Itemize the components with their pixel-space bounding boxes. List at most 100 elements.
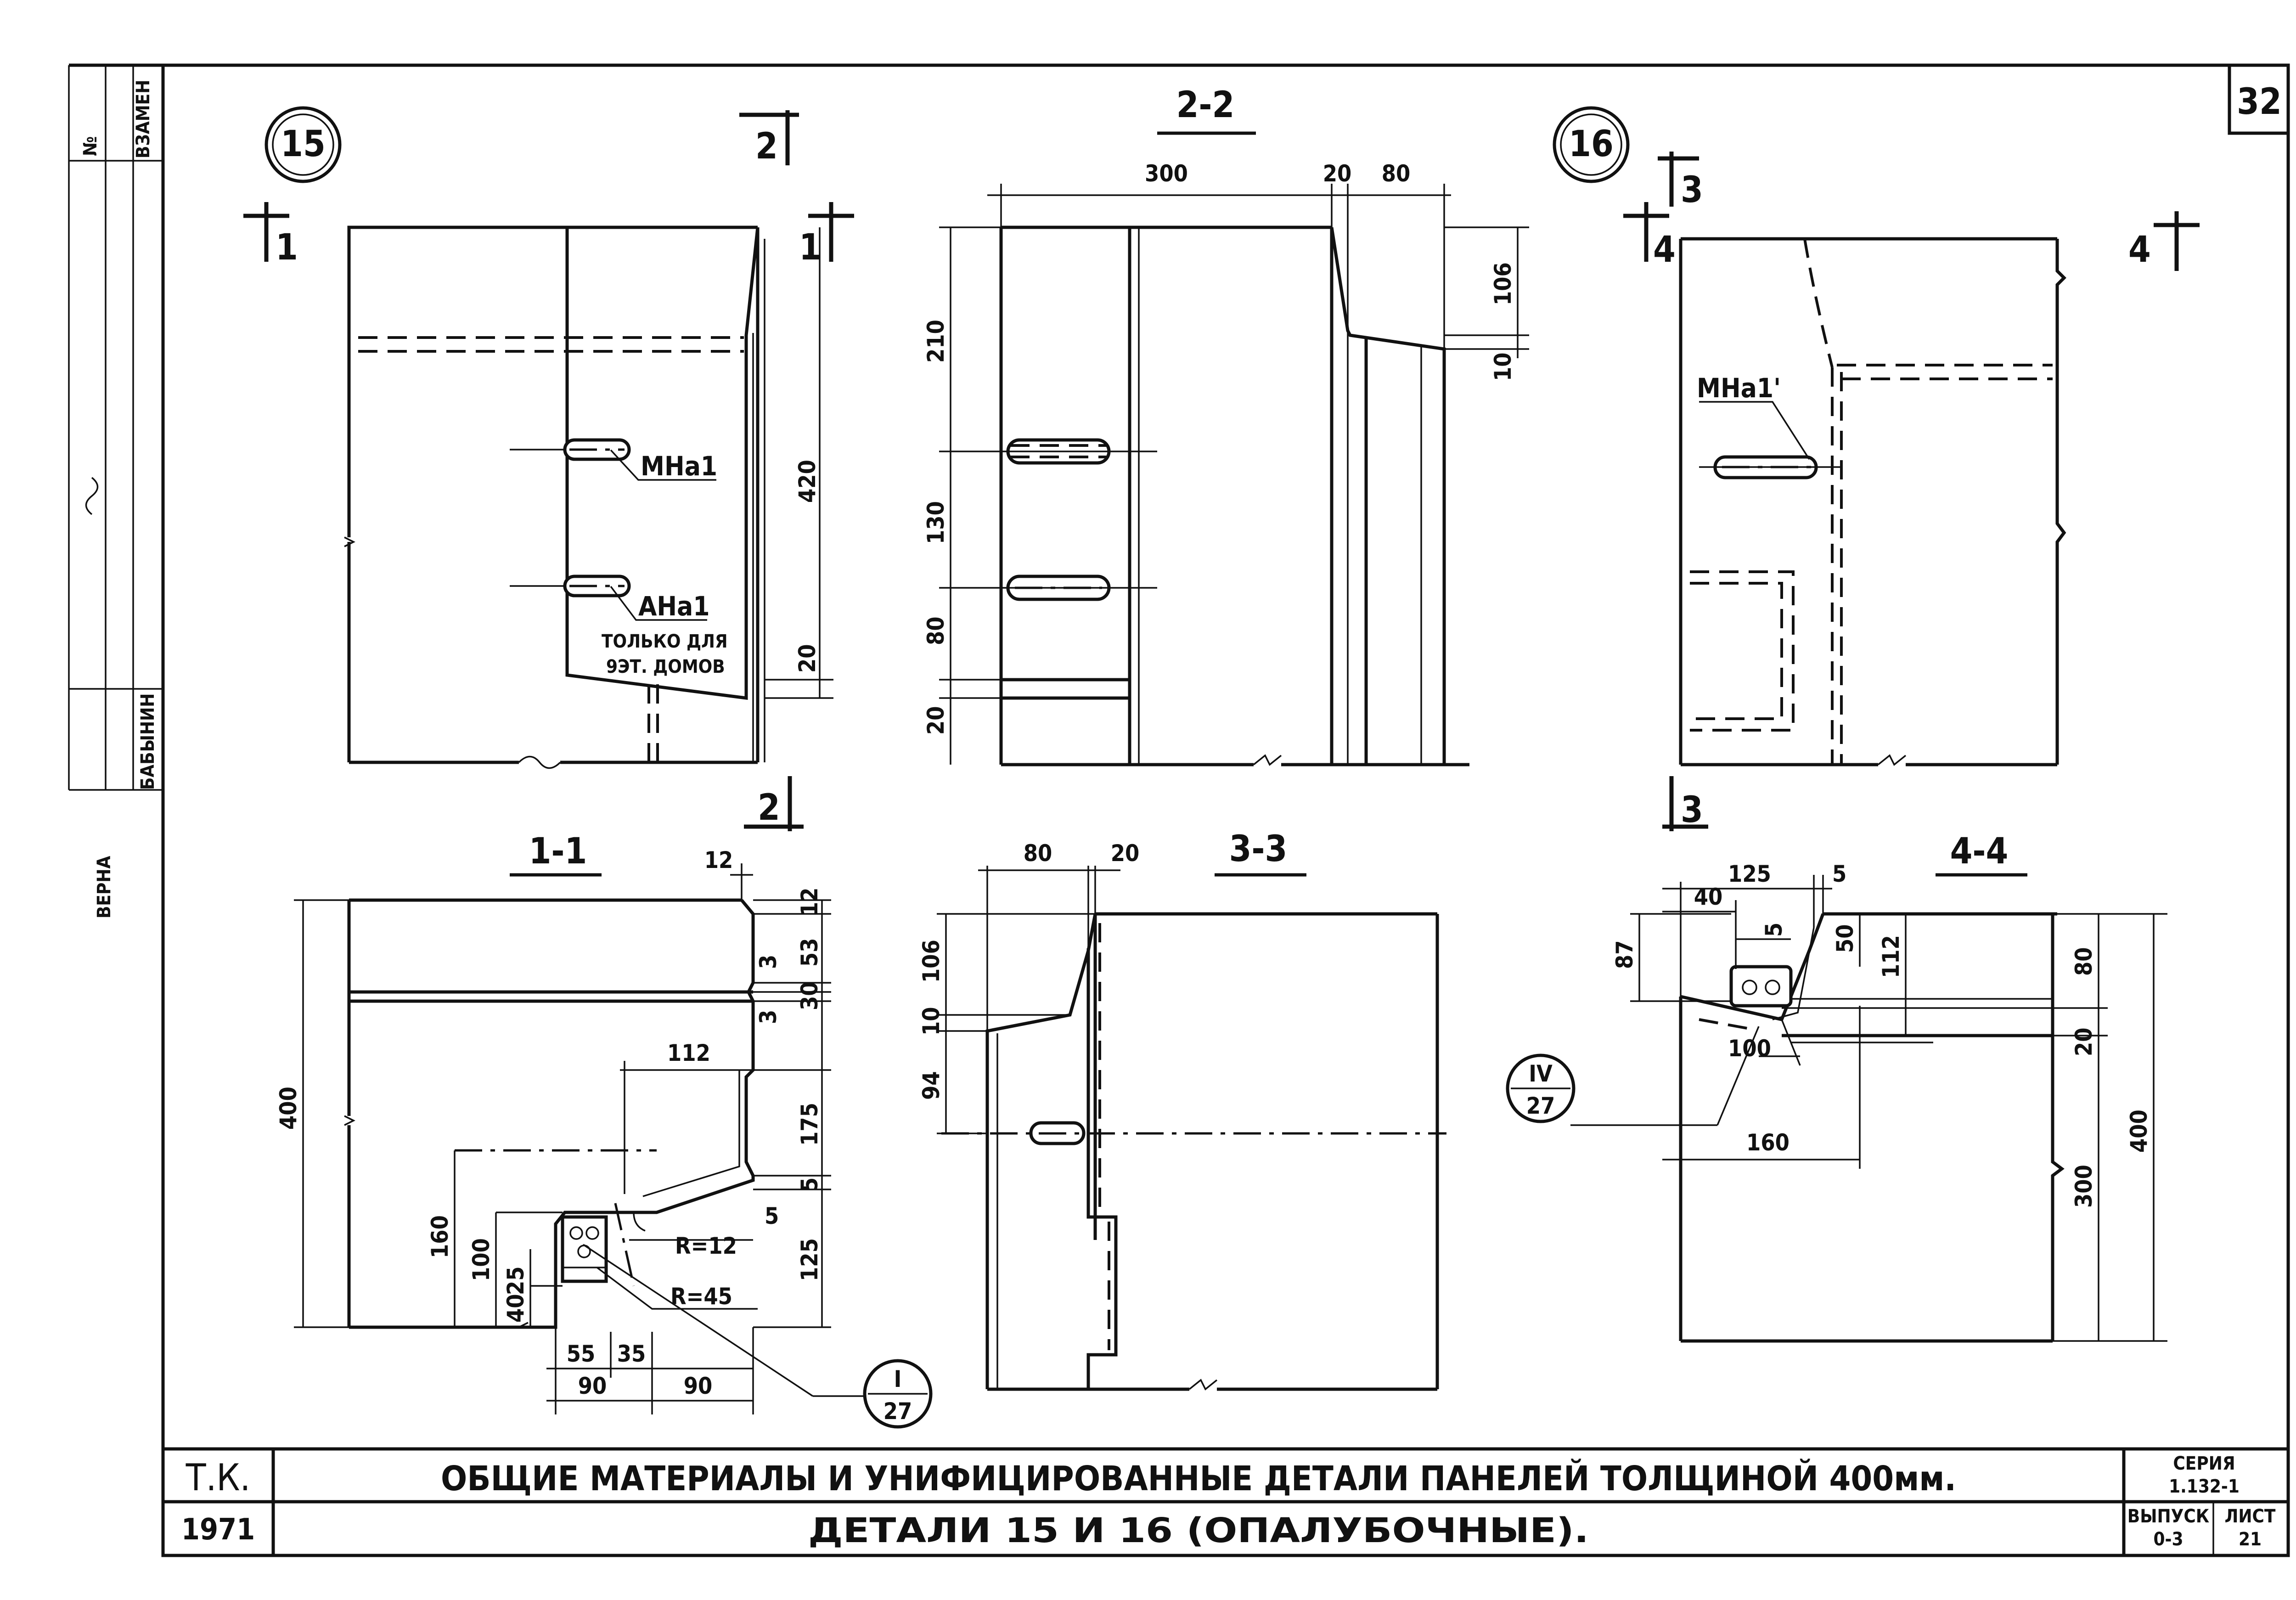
detail-15-marker — [264, 106, 342, 183]
dim-50-44: 50 — [1832, 924, 1858, 953]
section-3-3-title: 3-3 — [1229, 828, 1288, 870]
cut-3-bottom: 3 — [1681, 789, 1703, 831]
reference-bubble-I-27 — [863, 1359, 933, 1429]
dim-112: 112 — [667, 1040, 710, 1066]
issue-value: 0-3 — [2153, 1529, 2183, 1550]
dim-175: 175 — [796, 1103, 823, 1146]
dim-80-top: 80 — [1382, 160, 1411, 187]
radius-45: R=45 — [670, 1283, 732, 1310]
stamp-verna: ВЕРНА — [94, 856, 115, 918]
dim-10-33: 10 — [918, 1007, 945, 1036]
dim-12-top: 12 — [704, 847, 733, 873]
list-value: 21 — [2239, 1529, 2262, 1550]
dim-125-44: 125 — [1728, 861, 1771, 887]
detail-15: 15 1 1 2 2 МНа1 — [243, 106, 854, 831]
dim-125: 125 — [796, 1238, 823, 1281]
radius-12: R=12 — [675, 1233, 737, 1259]
section-4-4: 4-4 125 5 40 5 87 50 112 — [1506, 831, 2167, 1343]
ref-IV: IV — [1529, 1060, 1553, 1087]
dim-3-a: 3 — [755, 955, 782, 969]
ref-I: I — [894, 1366, 902, 1392]
dim-400-left: 400 — [275, 1087, 302, 1130]
section-4-4-title: 4-4 — [1950, 831, 2009, 872]
detail-15-number: 15 — [281, 124, 326, 165]
cut-4-right: 4 — [2128, 229, 2151, 270]
dim-20-44: 20 — [2071, 1027, 2097, 1056]
dim-400-44: 400 — [2126, 1110, 2152, 1153]
series-label: СЕРИЯ — [2173, 1453, 2235, 1474]
detail-16: 16 4 4 3 3 МНа1' — [1553, 106, 2200, 831]
dim-80-left: 80 — [923, 616, 949, 645]
dim-30: 30 — [796, 981, 823, 1010]
sheet-frame — [68, 63, 2290, 1557]
label-mna1: МНа1 — [641, 451, 717, 482]
dim-87: 87 — [1611, 940, 1638, 969]
dim-20-left: 20 — [923, 706, 949, 735]
drawing-title: ОБЩИЕ МАТЕРИАЛЫ И УНИФИЦИРОВАННЫЕ ДЕТАЛИ… — [441, 1458, 1956, 1499]
dim-20-top: 20 — [1323, 160, 1352, 187]
dim-40: 40 — [502, 1294, 529, 1323]
dim-130: 130 — [923, 501, 949, 544]
reference-bubble-IV-27 — [1506, 1054, 1576, 1123]
side-stamp: ВЗАМЕН № ВЕРНА БАБЫНИН — [80, 80, 158, 918]
detail-16-marker — [1553, 106, 1630, 183]
dim-112-44: 112 — [1878, 935, 1904, 978]
detail-16-number: 16 — [1569, 124, 1614, 165]
stamp-surname: БАБЫНИН — [137, 693, 158, 790]
dim-94-33: 94 — [918, 1071, 945, 1100]
ref-IV-27: 27 — [1526, 1093, 1555, 1119]
section-2-2: 2-2 300 20 80 — [923, 85, 1529, 766]
title-block: Т.К. 1971 ОБЩИЕ МАТЕРИАЛЫ И УНИФИЦИРОВАН… — [163, 1447, 2288, 1555]
cut-2-top: 2 — [755, 126, 778, 167]
list-label: ЛИСТ — [2225, 1506, 2276, 1527]
dim-12-right: 12 — [796, 887, 823, 916]
dim-90-b: 90 — [684, 1373, 713, 1399]
series-value: 1.132-1 — [2169, 1476, 2240, 1497]
dim-20: 20 — [794, 644, 821, 673]
dim-20-33: 20 — [1111, 840, 1140, 867]
stamp-vzamen: ВЗАМЕН — [133, 80, 154, 158]
dim-106-33: 106 — [918, 940, 945, 983]
dim-160-44: 160 — [1746, 1129, 1790, 1156]
sheet-number-box: 32 — [2228, 65, 2288, 135]
dim-210: 210 — [923, 320, 949, 363]
section-1-1: 1-1 400 160 100 25 40 — [275, 831, 933, 1429]
cut-2-bottom: 2 — [758, 787, 780, 828]
label-ana1: АНа1 — [638, 591, 710, 622]
dim-10: 10 — [1490, 352, 1516, 381]
dim-40-44: 40 — [1694, 884, 1723, 910]
dim-5-44-a: 5 — [1832, 861, 1846, 887]
stamp-no: № — [80, 136, 101, 156]
title-year: 1971 — [181, 1513, 255, 1547]
label-note-1: ТОЛЬКО ДЛЯ — [602, 631, 728, 652]
dim-300: 300 — [1145, 160, 1188, 187]
cut-3-top: 3 — [1681, 169, 1703, 211]
drawing-subtitle: ДЕТАЛИ 15 И 16 (ОПАЛУБОЧНЫЕ). — [808, 1511, 1589, 1550]
dim-55: 55 — [567, 1341, 596, 1367]
dim-80-33: 80 — [1024, 840, 1052, 867]
ref-I-27: 27 — [884, 1398, 912, 1425]
dim-420: 420 — [794, 460, 821, 503]
cut-1-right: 1 — [799, 227, 822, 268]
dim-100: 100 — [468, 1238, 495, 1281]
dim-80-44: 80 — [2071, 947, 2097, 976]
dim-5-b: 5 — [765, 1203, 779, 1229]
section-1-1-title: 1-1 — [529, 831, 587, 872]
dim-3-b: 3 — [755, 1010, 782, 1024]
dim-5-a: 5 — [796, 1177, 823, 1192]
label-mna1-prime: МНа1' — [1697, 372, 1781, 404]
cut-4-left: 4 — [1653, 229, 1676, 270]
cut-1-left: 1 — [276, 227, 298, 268]
dim-5-44-b: 5 — [1761, 923, 1787, 937]
issue-label: ВЫПУСК — [2127, 1506, 2209, 1527]
dim-53: 53 — [796, 938, 823, 967]
dim-25: 25 — [502, 1266, 529, 1295]
dim-90-a: 90 — [578, 1373, 607, 1399]
label-note-2: 9ЭТ. ДОМОВ — [606, 656, 725, 677]
dim-160: 160 — [427, 1215, 453, 1258]
dim-35: 35 — [617, 1341, 646, 1367]
title-org: Т.К. — [186, 1456, 251, 1499]
section-2-2-title: 2-2 — [1176, 85, 1235, 126]
dim-106: 106 — [1490, 262, 1516, 305]
